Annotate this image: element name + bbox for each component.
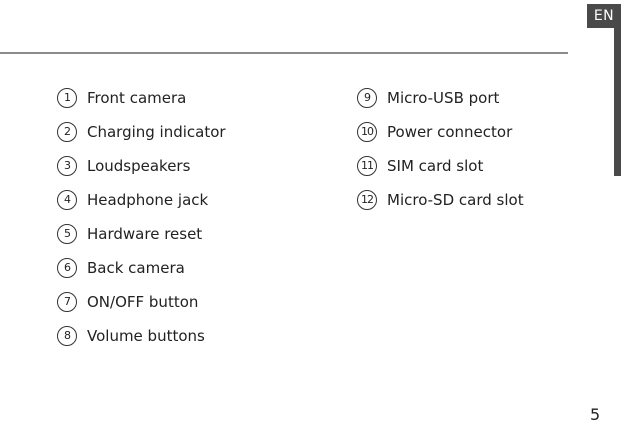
list-item-label: Headphone jack (87, 191, 209, 209)
side-color-bar (614, 28, 621, 176)
list-item: 7 ON/OFF button (57, 285, 226, 319)
list-item-label: SIM card slot (387, 157, 484, 175)
number-badge: 2 (57, 122, 77, 142)
list-item-label: Hardware reset (87, 225, 203, 243)
list-item-label: ON/OFF button (87, 293, 199, 311)
number-badge: 7 (57, 292, 77, 312)
number-badge: 1 (57, 88, 77, 108)
parts-list-right: 9 Micro-USB port 10 Power connector 11 S… (357, 81, 524, 217)
list-item: 9 Micro-USB port (357, 81, 524, 115)
list-item: 1 Front camera (57, 81, 226, 115)
list-item-label: Power connector (387, 123, 513, 141)
parts-list-left: 1 Front camera 2 Charging indicator 3 Lo… (57, 81, 226, 353)
number-badge: 10 (357, 122, 377, 142)
list-item: 5 Hardware reset (57, 217, 226, 251)
list-item: 8 Volume buttons (57, 319, 226, 353)
number-badge: 4 (57, 190, 77, 210)
header-divider (0, 52, 568, 54)
number-badge: 9 (357, 88, 377, 108)
list-item-label: Micro-USB port (387, 89, 500, 107)
list-item: 6 Back camera (57, 251, 226, 285)
number-badge: 5 (57, 224, 77, 244)
number-badge: 12 (357, 190, 377, 210)
number-badge: 6 (57, 258, 77, 278)
page-number: 5 (590, 405, 601, 424)
list-item-label: Front camera (87, 89, 187, 107)
number-badge: 8 (57, 326, 77, 346)
list-item: 4 Headphone jack (57, 183, 226, 217)
list-item-label: Back camera (87, 259, 185, 277)
list-item: 3 Loudspeakers (57, 149, 226, 183)
list-item: 2 Charging indicator (57, 115, 226, 149)
list-item-label: Volume buttons (87, 327, 205, 345)
list-item: 12 Micro-SD card slot (357, 183, 524, 217)
list-item-label: Charging indicator (87, 123, 226, 141)
number-badge: 3 (57, 156, 77, 176)
list-item-label: Loudspeakers (87, 157, 191, 175)
list-item-label: Micro-SD card slot (387, 191, 524, 209)
number-badge: 11 (357, 156, 377, 176)
list-item: 11 SIM card slot (357, 149, 524, 183)
language-tab: EN (587, 4, 621, 28)
list-item: 10 Power connector (357, 115, 524, 149)
